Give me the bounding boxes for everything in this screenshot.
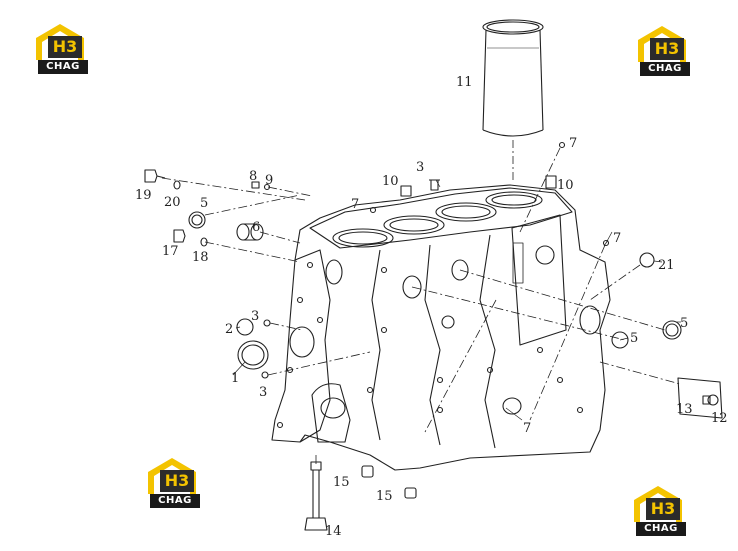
logo-tag: CHAG: [636, 522, 686, 536]
logo-mark: H3: [650, 38, 684, 60]
callout-7b: 7: [351, 197, 359, 212]
brand-logo-top-right: H3 CHAG: [636, 24, 692, 78]
callout-20: 20: [164, 195, 181, 210]
callout-2: 2: [225, 322, 233, 337]
callout-14: 14: [325, 524, 342, 539]
callout-10a: 10: [382, 174, 399, 189]
callout-15b: 15: [376, 489, 393, 504]
callout-3c: 3: [259, 385, 267, 400]
logo-mark: H3: [646, 498, 680, 520]
callout-15a: 15: [333, 475, 350, 490]
callout-5b: 5: [680, 316, 688, 331]
cylinder-liner: [482, 19, 544, 137]
logo-mark: H3: [48, 36, 82, 58]
callout-17: 17: [162, 244, 179, 259]
callout-3b: 3: [251, 309, 259, 324]
logo-tag: CHAG: [640, 62, 690, 76]
callout-18: 18: [192, 250, 209, 265]
logo-mark: H3: [160, 470, 194, 492]
brand-logo-top-left: H3 CHAG: [34, 22, 90, 76]
loose-parts: [144, 141, 723, 531]
callout-10b: 10: [557, 178, 574, 193]
callout-5c: 5: [630, 331, 638, 346]
callout-1: 1: [231, 371, 239, 386]
logo-tag: CHAG: [150, 494, 200, 508]
callout-12: 12: [711, 411, 728, 426]
leader-lines: [232, 179, 681, 421]
callout-13: 13: [676, 402, 693, 417]
house-roof-icon: [36, 24, 84, 60]
callout-11: 11: [456, 75, 473, 90]
engine-block: [271, 184, 611, 471]
callout-labels: 11 7 3 10 10 7 8 9 19 20 5 6 17 18 7 21 …: [135, 75, 728, 539]
callout-3a: 3: [416, 160, 424, 175]
callout-21: 21: [658, 258, 675, 273]
callout-9: 9: [265, 173, 273, 188]
callout-6: 6: [252, 220, 260, 235]
callout-19: 19: [135, 188, 152, 203]
house-roof-icon: [634, 486, 682, 522]
logo-tag: CHAG: [38, 60, 88, 74]
brand-logo-bottom-right: H3 CHAG: [632, 484, 688, 538]
house-roof-icon: [638, 26, 686, 62]
callout-8: 8: [249, 169, 257, 184]
house-roof-icon: [148, 458, 196, 494]
callout-7a: 7: [569, 136, 577, 151]
center-lines: [161, 147, 681, 466]
callout-7d: 7: [523, 421, 531, 436]
callout-5a: 5: [200, 196, 208, 211]
brand-logo-bottom-left: H3 CHAG: [146, 456, 202, 510]
callout-7c: 7: [613, 231, 621, 246]
